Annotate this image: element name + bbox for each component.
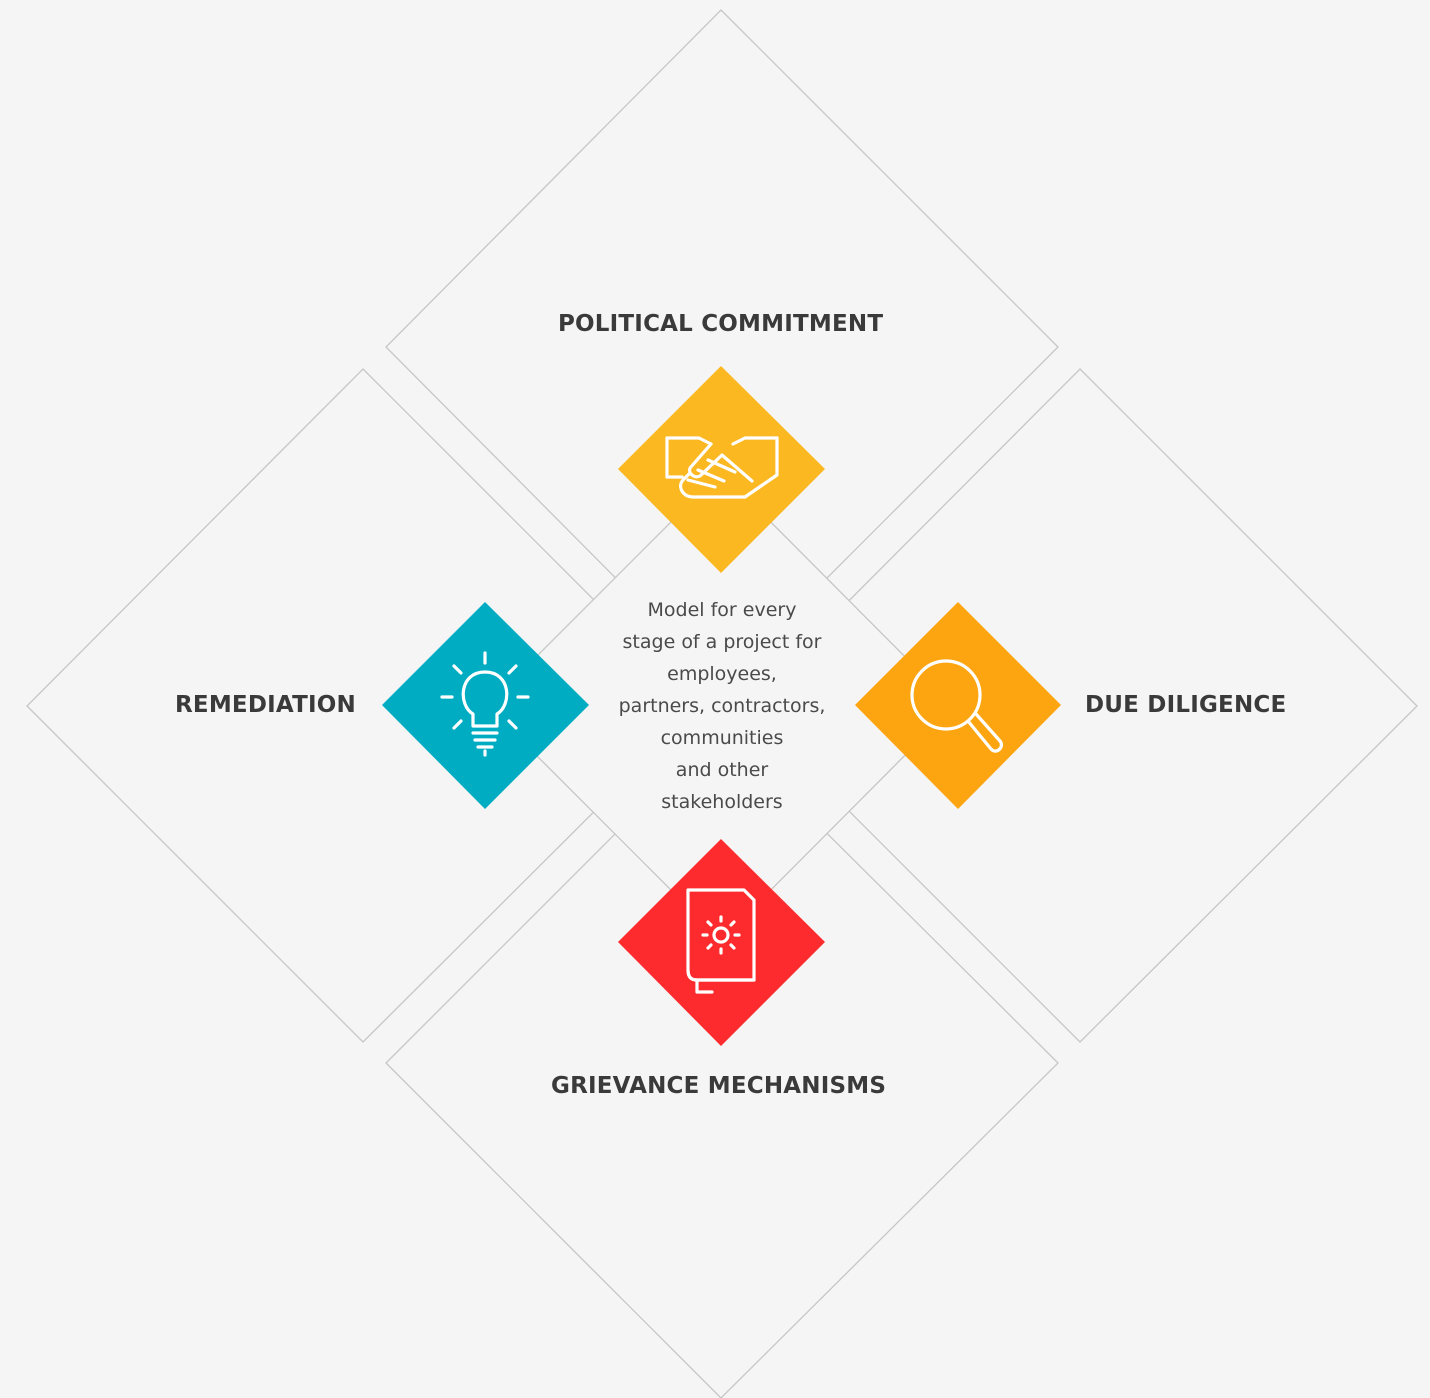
magnifier-icon: [910, 659, 1004, 753]
grievance-mechanisms-badge: [618, 839, 825, 1046]
center-line: Model for every: [647, 599, 797, 621]
book-icon: [686, 888, 756, 994]
political-commitment-label: POLITICAL COMMITMENT: [558, 311, 884, 337]
center-line: employees,: [667, 663, 777, 685]
lightbulb-icon: [440, 651, 530, 757]
remediation-badge: [382, 602, 589, 809]
handshake-icon: [665, 436, 779, 499]
right-diamond-outline: [743, 368, 1418, 1043]
remediation-diamond: [382, 602, 589, 809]
center-line: communities: [660, 727, 784, 749]
political-commitment-badge: [618, 366, 825, 573]
center-line: partners, contractors,: [618, 695, 826, 717]
bottom-diamond-outline: [385, 727, 1059, 1398]
due-diligence-diamond: [855, 602, 1061, 809]
due-diligence-label: DUE DILIGENCE: [1085, 692, 1287, 718]
center-description: Model for every stage of a project for e…: [591, 594, 853, 818]
center-line: and other: [675, 759, 769, 781]
left-diamond-outline: [26, 368, 701, 1043]
political-commitment-diamond: [618, 366, 825, 573]
remediation-label: REMEDIATION: [175, 692, 356, 718]
center-line: stakeholders: [661, 791, 783, 813]
grievance-mechanisms-label: GRIEVANCE MECHANISMS: [551, 1073, 887, 1099]
due-diligence-badge: [855, 602, 1061, 809]
center-line: stage of a project for: [622, 631, 822, 653]
